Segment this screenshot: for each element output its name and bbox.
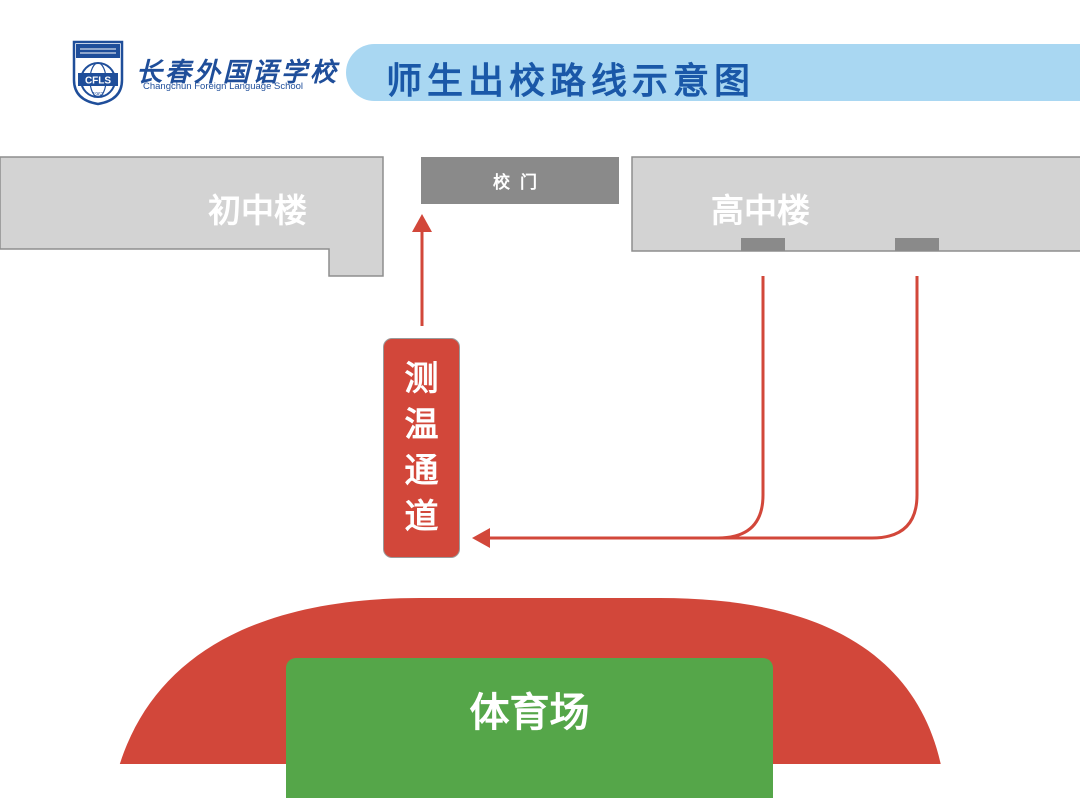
emblem-year: 1963 (92, 92, 103, 98)
junior-building (0, 156, 384, 277)
senior-building-door-left (741, 238, 785, 251)
senior-building-door-right (895, 238, 939, 251)
school-gate: 校门 (421, 157, 619, 204)
temperature-channel-label: 测温通道 (404, 359, 439, 537)
route-senior-left (490, 276, 765, 540)
title-banner (346, 44, 1080, 101)
emblem-text: CFLS (85, 76, 111, 87)
school-name-cn: 长春外国语学校 (136, 58, 340, 88)
arrow-to-gate-icon (412, 214, 432, 232)
route-senior-right (718, 276, 919, 540)
junior-building-label: 初中楼 (208, 191, 307, 230)
page-title: 师生出校路线示意图 (386, 61, 756, 102)
route-map (0, 156, 1080, 764)
arrow-to-channel-icon (472, 528, 490, 548)
school-emblem-icon: CFLS 1963 (72, 40, 124, 106)
school-gate-label: 校门 (493, 173, 547, 193)
school-name-en: Changchun Foreign Language School (143, 81, 304, 92)
senior-building-label: 高中楼 (711, 191, 810, 230)
temperature-channel: 测温通道 (383, 338, 460, 558)
stadium-label: 体育场 (469, 690, 590, 736)
senior-building (631, 156, 1080, 252)
